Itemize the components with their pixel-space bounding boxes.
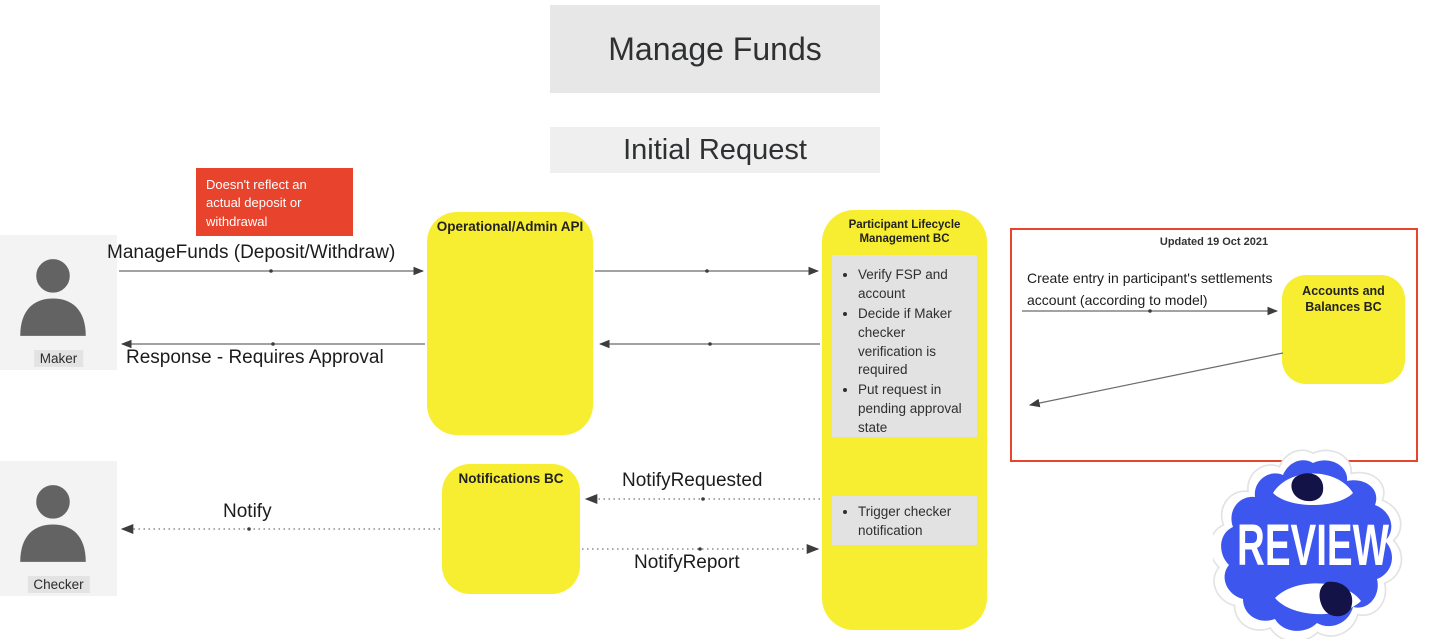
plm-task-item: Verify FSP and account (858, 266, 971, 305)
actor-checker-label: Checker (27, 576, 90, 593)
component-title: Participant Lifecycle Management BC (848, 219, 961, 246)
arrow-waypoint-dot (698, 547, 702, 551)
message-label-notify-requested: NotifyRequested (622, 470, 763, 491)
message-label-create-entry: Create entry in participant's settlement… (1027, 270, 1273, 308)
actor-maker: Maker (0, 235, 117, 370)
review-stamp-text: REVIEW (1237, 513, 1389, 578)
actor-maker-label: Maker (33, 350, 84, 367)
component-title: Accounts and Balances BC (1302, 284, 1385, 315)
component-title: Notifications BC (458, 471, 564, 486)
arrow-waypoint-dot (705, 269, 709, 273)
message-label-response: Response - Requires Approval (126, 347, 384, 368)
review-stamp: REVIEW (1213, 449, 1403, 639)
plm-task-item: Decide if Maker checker verification is … (858, 305, 971, 382)
plm-task-list: Verify FSP and account Decide if Maker c… (832, 255, 977, 437)
eye-icon (1275, 581, 1361, 617)
annotation-note: Doesn't reflect an actual deposit or wit… (196, 168, 353, 236)
arrow-waypoint-dot (701, 497, 705, 501)
component-title: Operational/Admin API (436, 219, 584, 234)
review-updated-label: Updated 19 Oct 2021 (1159, 236, 1269, 248)
plm-task-list-notification: Trigger checker notification (832, 496, 977, 545)
arrow-waypoint-dot (247, 527, 251, 531)
message-label-manage-funds: ManageFunds (Deposit/Withdraw) (107, 242, 396, 263)
component-notifications-bc: Notifications BC (442, 464, 580, 594)
blob-sticker-shape (1213, 449, 1403, 639)
section-title-text: Initial Request (623, 133, 807, 166)
component-accounts-and-balances-bc: Accounts and Balances BC (1282, 275, 1405, 384)
page-title-text: Manage Funds (608, 30, 822, 67)
eye-icon (1273, 473, 1353, 505)
component-operational-admin-api: Operational/Admin API (427, 212, 593, 435)
page-title: Manage Funds (550, 5, 880, 93)
person-icon (20, 481, 86, 562)
section-title: Initial Request (550, 127, 880, 173)
person-icon (20, 255, 86, 336)
plm-task-item: Put request in pending approval state (858, 381, 971, 439)
plm-task-item: Trigger checker notification (858, 503, 971, 542)
review-outline-panel (1010, 228, 1418, 462)
message-label-notify: Notify (223, 501, 272, 522)
arrow-waypoint-dot (269, 269, 273, 273)
arrow-waypoint-dot (271, 342, 275, 346)
annotation-note-text: Doesn't reflect an actual deposit or wit… (206, 177, 307, 229)
actor-checker: Checker (0, 461, 117, 596)
arrow-waypoint-dot (708, 342, 712, 346)
message-label-notify-report: NotifyReport (634, 552, 740, 573)
